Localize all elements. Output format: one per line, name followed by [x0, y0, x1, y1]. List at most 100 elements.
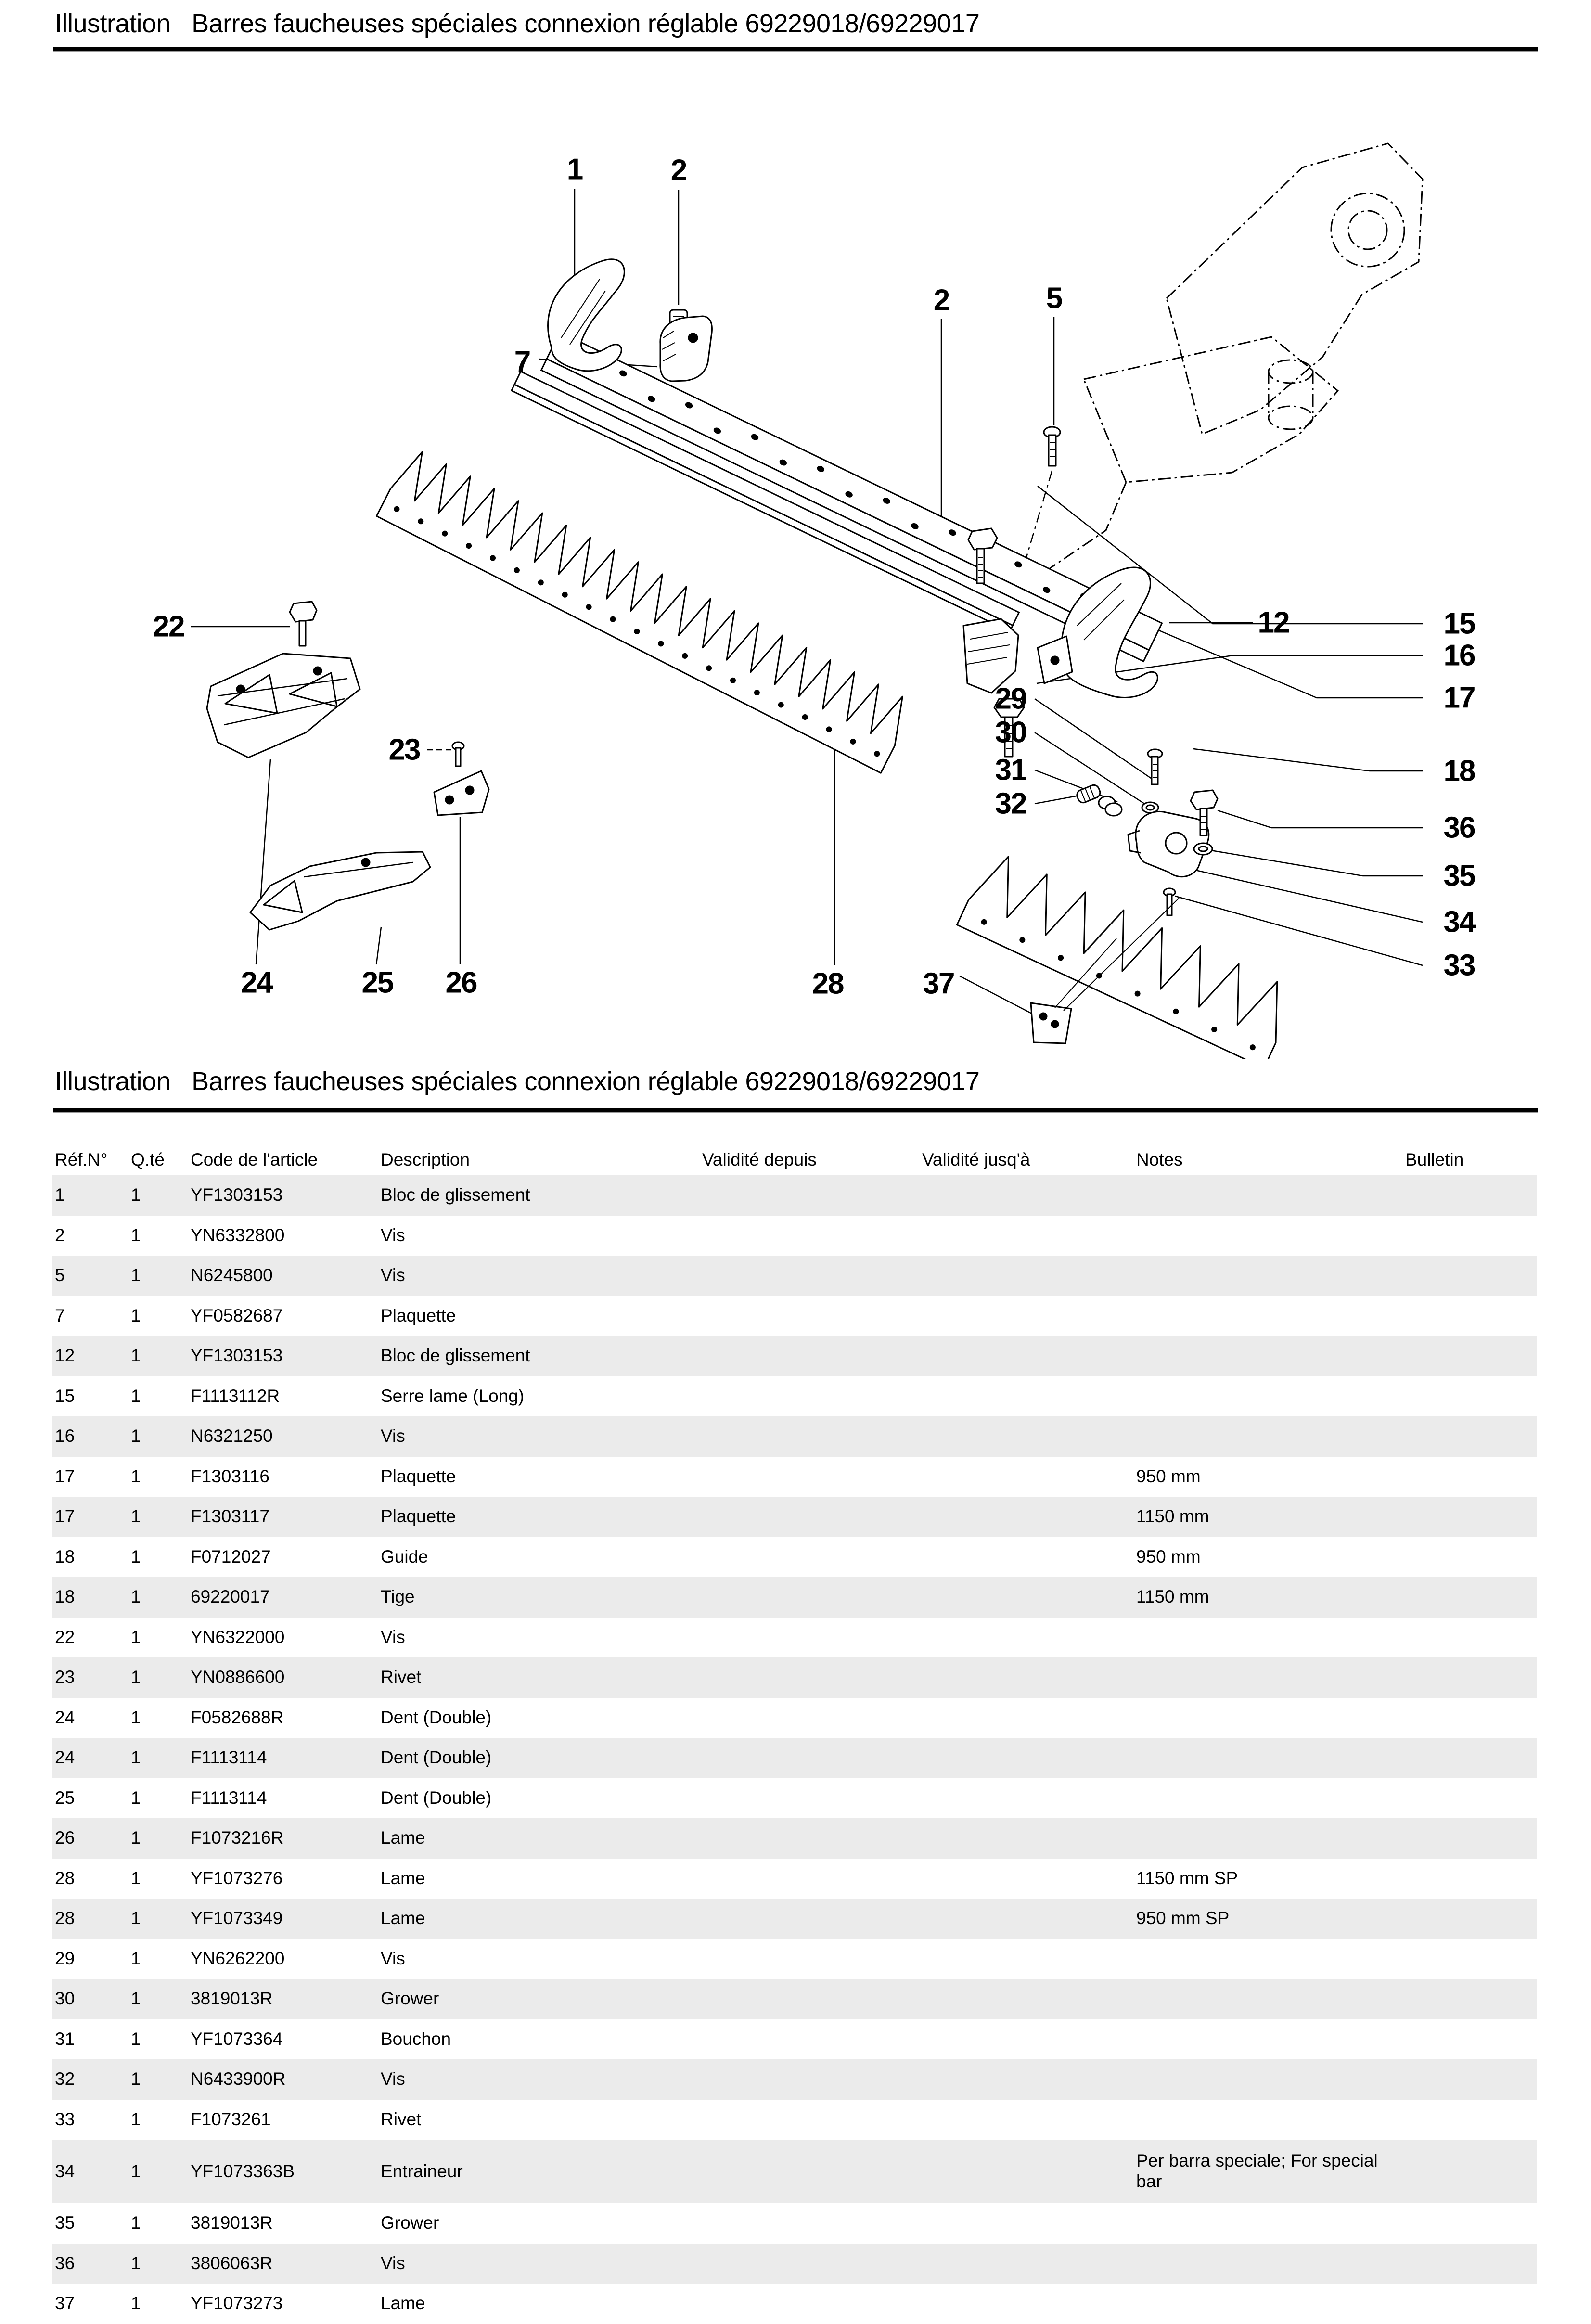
cell-qty: 1	[131, 1587, 141, 1607]
table-row: 15 1 F1113112R Serre lame (Long)	[52, 1376, 1537, 1416]
cell-notes: 950 mm SP	[1136, 1908, 1230, 1928]
table-row: 12 1 YF1303153 Bloc de glissement	[52, 1336, 1537, 1376]
part-32-vis	[1076, 784, 1101, 804]
callout-17: 17	[1443, 681, 1476, 715]
part-23-rivet	[451, 741, 465, 767]
table-row: 34 1 YF1073363B Entraineur Per barra spe…	[52, 2140, 1537, 2203]
cell-description: Dent (Double)	[381, 1707, 492, 1727]
callout-33: 33	[1443, 949, 1476, 982]
cell-description: Dent (Double)	[381, 1787, 492, 1808]
col-header-ref: Réf.N°	[55, 1150, 108, 1170]
part-7-plaquette	[659, 315, 713, 382]
callout-22: 22	[153, 610, 185, 643]
cell-qty: 1	[131, 1667, 141, 1687]
section-title-label: Illustration	[55, 1067, 171, 1096]
cell-qty: 1	[131, 1265, 141, 1285]
callout-15: 15	[1443, 607, 1476, 641]
part-29-vis	[1147, 748, 1163, 785]
table-row: 7 1 YF0582687 Plaquette	[52, 1296, 1537, 1336]
part-25-dent-double	[249, 851, 431, 931]
cell-ref: 17	[55, 1506, 75, 1527]
table-row: 17 1 F1303117 Plaquette 1150 mm	[52, 1497, 1537, 1537]
cell-notes: 950 mm	[1136, 1466, 1201, 1486]
cell-code: F1113114	[191, 1747, 267, 1768]
callout-26: 26	[445, 966, 478, 1000]
cell-ref: 25	[55, 1787, 75, 1808]
callout-16: 16	[1443, 639, 1476, 672]
cell-ref: 30	[55, 1989, 75, 2009]
part-2b-vis	[967, 527, 998, 584]
cell-notes: 1150 mm	[1136, 1587, 1209, 1607]
cell-qty: 1	[131, 2161, 141, 2181]
callout-30: 30	[995, 716, 1027, 749]
cell-code: YF1073273	[191, 2293, 283, 2313]
cell-ref: 24	[55, 1707, 75, 1727]
cell-qty: 1	[131, 1386, 141, 1406]
callout-23: 23	[388, 733, 421, 767]
cell-code: F0582688R	[191, 1707, 284, 1727]
callout-31: 31	[995, 753, 1027, 787]
cell-code: N6245800	[191, 1265, 273, 1285]
cell-description: Vis	[381, 2253, 405, 2273]
cell-qty: 1	[131, 1707, 141, 1727]
callout-12: 12	[1257, 606, 1290, 640]
cell-ref: 34	[55, 2161, 75, 2181]
cell-qty: 1	[131, 1466, 141, 1486]
cell-code: YF1073364	[191, 2029, 283, 2049]
callout-2: 2	[933, 283, 950, 317]
wear-rail	[510, 370, 1020, 633]
part-26-lame	[433, 770, 490, 816]
cell-code: YN6332800	[191, 1225, 285, 1245]
cell-description: Guide	[381, 1546, 428, 1566]
special-knife-37	[956, 856, 1278, 1059]
cell-code: F1073216R	[191, 1828, 284, 1848]
cell-notes: 1150 mm SP	[1136, 1868, 1238, 1888]
cell-code: YF1073363B	[191, 2161, 295, 2181]
cell-notes: 1150 mm	[1136, 1506, 1209, 1527]
cell-qty: 1	[131, 1305, 141, 1325]
cell-ref: 26	[55, 1828, 75, 1848]
col-header-qty: Q.té	[131, 1150, 165, 1170]
cell-description: Rivet	[381, 2109, 422, 2129]
cell-qty: 1	[131, 1828, 141, 1848]
col-header-description: Description	[381, 1150, 470, 1170]
part-34-entraineur	[1127, 810, 1210, 878]
cell-description: Lame	[381, 1868, 425, 1888]
cell-ref: 16	[55, 1426, 75, 1446]
page-title-text: Barres faucheuses spéciales connexion ré…	[192, 9, 980, 38]
section-title-text: Barres faucheuses spéciales connexion ré…	[192, 1067, 980, 1096]
table-row: 29 1 YN6262200 Vis	[52, 1939, 1537, 1979]
cell-code: 69220017	[191, 1587, 270, 1607]
cell-description: Serre lame (Long)	[381, 1386, 525, 1406]
callout-34: 34	[1443, 905, 1476, 939]
table-row: 2 1 YN6332800 Vis	[52, 1215, 1537, 1256]
cell-description: Plaquette	[381, 1305, 456, 1325]
cell-qty: 1	[131, 1225, 141, 1245]
table-row: 32 1 N6433900R Vis	[52, 2059, 1537, 2100]
callout-25: 25	[361, 966, 394, 1000]
cell-description: Plaquette	[381, 1466, 456, 1486]
cell-description: Tige	[381, 1587, 415, 1607]
cell-description: Vis	[381, 1426, 405, 1446]
cell-description: Lame	[381, 1828, 425, 1848]
cell-ref: 5	[55, 1265, 65, 1285]
table-row: 35 1 3819013R Grower	[52, 2203, 1537, 2244]
cell-description: Vis	[381, 1225, 405, 1245]
cell-ref: 37	[55, 2293, 75, 2313]
table-row: 16 1 N6321250 Vis	[52, 1416, 1537, 1457]
table-row: 30 1 3819013R Grower	[52, 1979, 1537, 2019]
table-row: 28 1 YF1073349 Lame 950 mm SP	[52, 1899, 1537, 1939]
cell-qty: 1	[131, 1346, 141, 1366]
cell-ref: 1	[55, 1185, 65, 1205]
table-row: 1 1 YF1303153 Bloc de glissement	[52, 1175, 1537, 1216]
cell-ref: 17	[55, 1466, 75, 1486]
callout-37: 37	[923, 967, 955, 1001]
part-33-rivet	[1163, 887, 1176, 916]
cell-code: 3819013R	[191, 2213, 273, 2233]
cell-ref: 35	[55, 2213, 75, 2233]
cell-code: N6321250	[191, 1426, 273, 1446]
callout-36: 36	[1443, 811, 1476, 845]
title-rule	[53, 47, 1538, 52]
